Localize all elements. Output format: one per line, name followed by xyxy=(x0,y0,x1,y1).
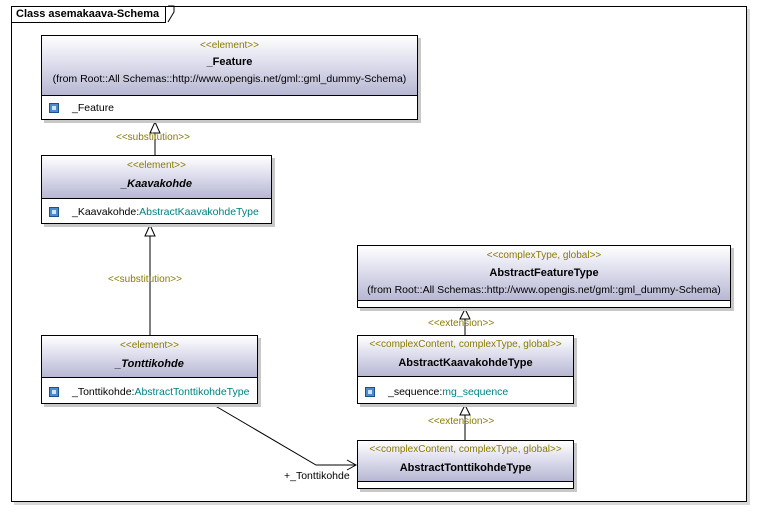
extension-label-2: <<extension>> xyxy=(428,416,495,427)
stereotype-label: <<element>> xyxy=(120,340,179,351)
class-attribute[interactable]: _Tonttikohde:AbstractTonttikohdeType xyxy=(42,378,257,403)
association-arrow xyxy=(346,459,358,471)
association-line xyxy=(211,403,355,466)
substitution-label-1: <<substitution>> xyxy=(116,132,190,143)
stereotype-label: <<complexContent, complexType, global>> xyxy=(369,339,562,350)
class-attribute[interactable]: _Feature xyxy=(42,96,417,118)
substitution-label-2: <<substitution>> xyxy=(108,274,182,285)
attribute-type: mg_sequence xyxy=(442,386,509,398)
class-header: <<complexContent, complexType, global>> … xyxy=(358,441,573,482)
extension-arrow-1 xyxy=(459,307,471,320)
substitution-arrow-1 xyxy=(149,120,161,134)
extension-label-1: <<extension>> xyxy=(428,318,495,329)
class-attribute[interactable]: _sequence:mg_sequence xyxy=(358,377,573,403)
frame-title: Class asemakaava-Schema xyxy=(12,7,167,23)
class-origin: (from Root::All Schemas::http://www.open… xyxy=(52,73,407,85)
association-role-label: +_Tonttikohde xyxy=(284,470,350,482)
class-header: <<element>> _Kaavakohde xyxy=(42,156,271,199)
class-header: <<complexType, global>> AbstractFeatureT… xyxy=(358,246,730,301)
class-name: _Feature xyxy=(206,56,253,68)
class-kaavakohde[interactable]: <<element>> _Kaavakohde _Kaavakohde:Abst… xyxy=(41,155,272,224)
attribute-name: _sequence: xyxy=(388,386,443,398)
attribute-name: _Feature xyxy=(72,102,115,114)
substitution-arrow-2 xyxy=(144,223,156,237)
class-name: AbstractKaavakohdeType xyxy=(398,357,533,369)
class-name: _Kaavakohde xyxy=(121,178,192,190)
class-name: AbstractTonttikohdeType xyxy=(399,462,532,474)
attribute-type: AbstractTonttikohdeType xyxy=(134,386,250,398)
attribute-type: AbstractKaavakohdeType xyxy=(139,206,259,218)
attribute-name: _Kaavakohde: xyxy=(72,206,140,218)
class-tonttikohde[interactable]: <<element>> _Tonttikohde _Tonttikohde:Ab… xyxy=(41,335,258,404)
attribute-icon xyxy=(49,207,59,217)
class-name: AbstractFeatureType xyxy=(489,267,599,279)
class-abstract-kaavakohde-type[interactable]: <<complexContent, complexType, global>> … xyxy=(357,335,574,404)
class-feature[interactable]: <<element>> _Feature (from Root::All Sch… xyxy=(41,35,418,120)
class-attribute[interactable]: _Kaavakohde:AbstractKaavakohdeType xyxy=(42,199,271,223)
extension-arrow-2 xyxy=(459,403,471,416)
stereotype-label: <<complexContent, complexType, global>> xyxy=(369,444,562,455)
class-header: <<element>> _Tonttikohde xyxy=(42,336,257,378)
stereotype-label: <<element>> xyxy=(200,40,259,51)
attribute-icon xyxy=(49,103,59,113)
class-header: <<complexContent, complexType, global>> … xyxy=(358,336,573,377)
class-abstract-feature-type[interactable]: <<complexType, global>> AbstractFeatureT… xyxy=(357,245,731,308)
class-abstract-tonttikohde-type[interactable]: <<complexContent, complexType, global>> … xyxy=(357,440,574,489)
class-header: <<element>> _Feature (from Root::All Sch… xyxy=(42,36,417,96)
attribute-icon xyxy=(49,387,59,397)
stereotype-label: <<complexType, global>> xyxy=(486,250,602,261)
stereotype-label: <<element>> xyxy=(127,160,186,171)
class-name: _Tonttikohde xyxy=(115,358,184,370)
attribute-name: _Tonttikohde: xyxy=(72,386,135,398)
attribute-icon xyxy=(365,387,375,397)
class-origin: (from Root::All Schemas::http://www.open… xyxy=(367,284,721,296)
